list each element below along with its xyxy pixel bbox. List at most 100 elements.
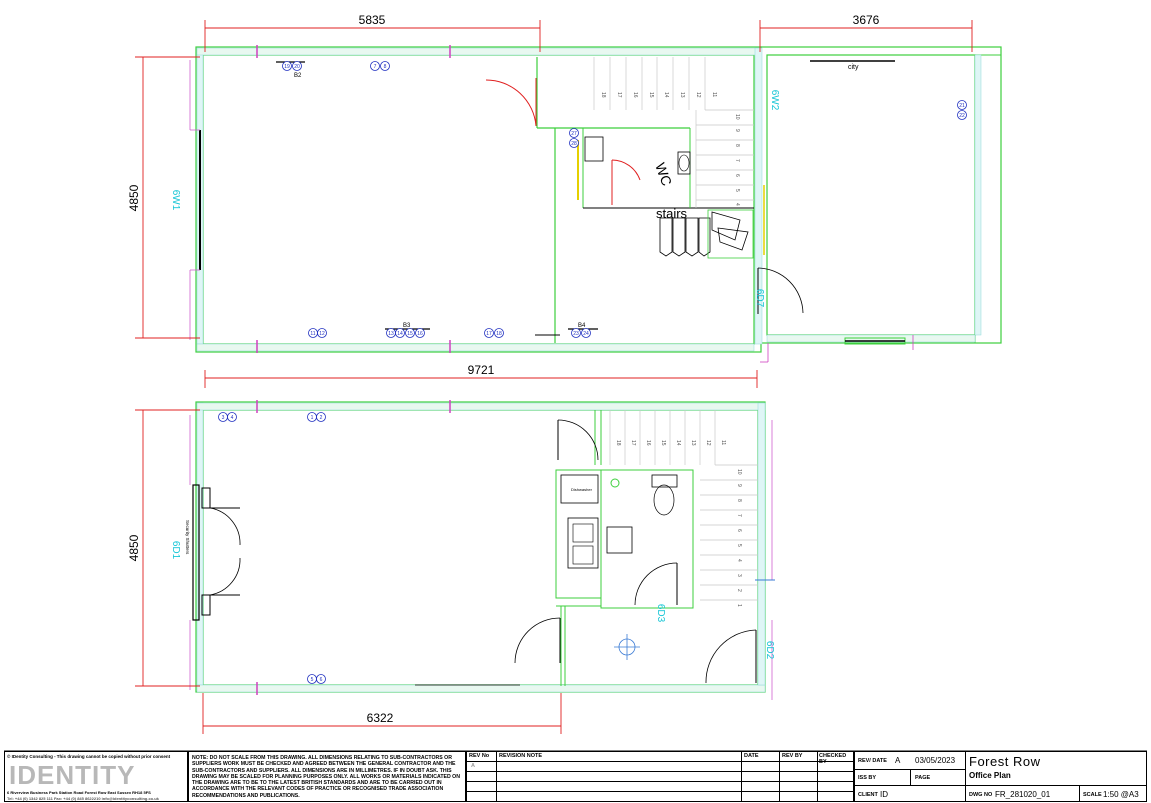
- stair-numbers-lower-side: 10 9 8 7 6 5 4 3 2 1: [736, 469, 742, 607]
- project-title: Forest Row: [969, 754, 1041, 769]
- stair-numbers-upper-top: 18 17 16 15 14 13 12 11: [600, 92, 717, 98]
- device-tag: 19: [284, 64, 290, 70]
- stair-number: 5: [736, 544, 742, 547]
- stair-number: 15: [660, 440, 666, 446]
- upper-floor-plan: [189, 45, 1002, 363]
- stair-number: 1: [736, 604, 742, 607]
- tag-6d1: 6D1: [170, 541, 181, 560]
- device-tag: 7: [374, 64, 377, 70]
- stair-number: 9: [734, 129, 740, 132]
- rev-date-label: REV/ DATE: [858, 758, 887, 764]
- rev-date-value: 03/05/2023: [915, 756, 956, 765]
- stair-number: 11: [711, 92, 717, 97]
- stair-number: 16: [645, 440, 651, 446]
- dimension-lines: [135, 20, 973, 734]
- device-tags-upper-bottom: 11 12 13 14 15 16 17 18 23 24: [308, 328, 591, 338]
- dim-upper-height: 4850: [127, 184, 141, 211]
- checked-by-header: CHECKED BY: [819, 753, 847, 765]
- label-security-shutters: Security Shutters: [185, 520, 190, 555]
- stair-number: 16: [632, 92, 638, 98]
- drawing-info-panel: REV/ DATE A 03/05/2023 ISS BY PAGE Fores…: [854, 751, 1147, 802]
- device-tags-upper-top: 19 20 7 8: [282, 61, 390, 71]
- stair-number: 7: [736, 514, 742, 517]
- stair-number: 8: [734, 144, 740, 147]
- copyright-line: © IDentity Consulting - This drawing can…: [7, 754, 171, 759]
- device-tag: 17: [486, 331, 492, 337]
- stair-number: 6: [736, 529, 742, 532]
- dim-lower-height: 4850: [127, 534, 141, 561]
- dwg-no-value: FR_281020_01: [995, 790, 1051, 799]
- note-text: DO NOT SCALE FROM THIS DRAWING. ALL DIME…: [192, 755, 460, 799]
- dim-total-width: 9721: [468, 363, 495, 377]
- stair-number: 11: [720, 440, 726, 445]
- room-label-city: city: [848, 64, 859, 71]
- notes-text-wrapper: NOTE: DO NOT SCALE FROM THIS DRAWING. AL…: [192, 755, 464, 799]
- notes-panel: NOTE: DO NOT SCALE FROM THIS DRAWING. AL…: [188, 751, 466, 802]
- device-tag: 2: [320, 415, 323, 421]
- dim-upper-left-width: 5835: [359, 13, 386, 27]
- scale-value: 1:50 @A3: [1103, 790, 1139, 799]
- note-label: NOTE:: [192, 755, 209, 761]
- rev-value: A: [895, 756, 901, 765]
- stair-number: 12: [705, 440, 711, 446]
- company-contact: Tel: +44 (0) 1342 825 111 Fax: +44 (0) 8…: [7, 796, 159, 801]
- room-label-wc: WC: [652, 161, 675, 188]
- company-panel: © IDentity Consulting - This drawing can…: [4, 751, 188, 802]
- stair-numbers-lower-top: 18 17 16 15 14 13 12 11: [615, 440, 726, 446]
- date-header: DATE: [744, 753, 759, 759]
- device-tag: 3: [222, 415, 225, 421]
- device-tag: 5: [311, 677, 314, 683]
- device-tags-lower-top: 3 4 1 2: [218, 412, 326, 422]
- stair-number: 4: [736, 559, 742, 562]
- page-label: PAGE: [915, 775, 931, 781]
- device-tag: 4: [231, 415, 234, 421]
- stair-number: 13: [690, 440, 696, 446]
- rev-no-header: REV No: [469, 753, 490, 759]
- revision-note-header: REVISION NOTE: [499, 753, 543, 759]
- stair-number: 9: [736, 484, 742, 487]
- stair-number: 4: [734, 203, 740, 206]
- dim-lower-width: 6322: [367, 711, 394, 725]
- stair-number: 17: [630, 440, 636, 446]
- tag-6w1: 6W1: [170, 190, 181, 211]
- company-address: 6 Riverview Business Park Station Road F…: [7, 790, 151, 795]
- tag-6d2: 6D2: [764, 641, 775, 660]
- tag-6w2: 6W2: [769, 90, 780, 111]
- label-dishwasher: Dishwasher: [571, 487, 593, 492]
- stair-number: 10: [734, 114, 740, 120]
- stair-number: 10: [736, 469, 742, 475]
- scale-label: SCALE: [1083, 792, 1102, 798]
- device-tags-upper-right: 21 22: [957, 100, 967, 120]
- stair-number: 12: [695, 92, 701, 98]
- device-tag: 8: [384, 64, 387, 70]
- tag-6d7: 6D7: [754, 289, 765, 308]
- label-b4: B4: [578, 323, 586, 329]
- device-tag: 6: [320, 677, 323, 683]
- device-tag: 11: [310, 331, 315, 337]
- device-tag: 16: [417, 331, 423, 337]
- revision-table: REV No REVISION NOTE DATE REV BY CHECKED…: [466, 751, 854, 802]
- device-tag: 27: [571, 131, 577, 137]
- stair-number: 13: [679, 92, 685, 98]
- stair-number: 7: [734, 159, 740, 162]
- rev-by-header: REV BY: [782, 753, 803, 759]
- stair-number: 3: [736, 574, 742, 577]
- device-tag: 20: [294, 64, 300, 70]
- dwg-no-label: DWG NO: [969, 792, 993, 798]
- client-label: CLIENT: [858, 792, 878, 798]
- stair-numbers-upper-side: 10 9 8 7 6 5 4: [734, 114, 740, 206]
- device-tag: 28: [571, 141, 577, 147]
- stair-number: 2: [736, 589, 742, 592]
- stair-number: 18: [600, 92, 606, 98]
- identity-logo: IDENTITY: [9, 760, 136, 790]
- stair-number: 18: [615, 440, 621, 446]
- device-tag: 18: [496, 331, 502, 337]
- label-b2: B2: [294, 73, 302, 79]
- stair-number: 8: [736, 499, 742, 502]
- device-tag: 23: [573, 331, 579, 337]
- device-tag: 12: [319, 331, 325, 337]
- stair-number: 6: [734, 174, 740, 177]
- device-tag: 22: [959, 113, 965, 119]
- room-label-stairs: stairs: [656, 206, 688, 221]
